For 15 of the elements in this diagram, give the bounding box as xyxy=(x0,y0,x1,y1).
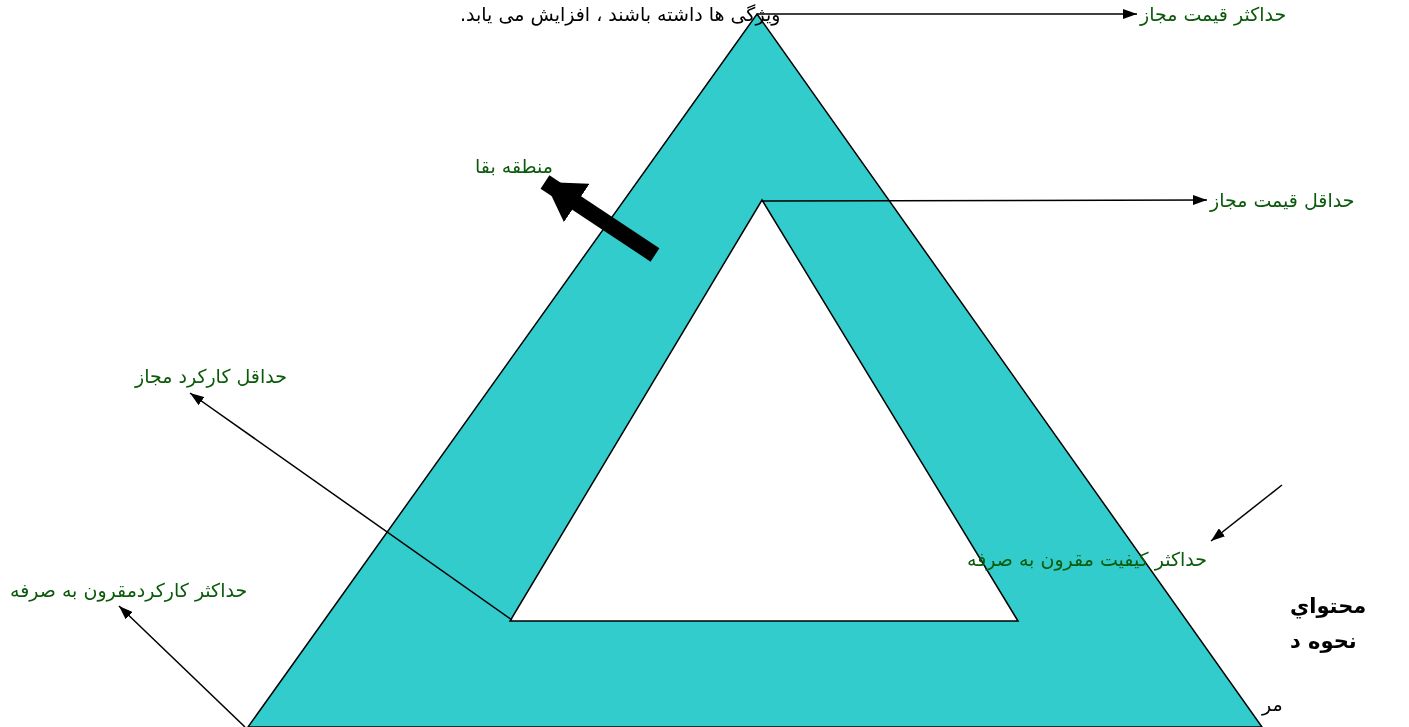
node-label: حداکثر قیمت مجاز xyxy=(1140,0,1287,28)
node-label: حداقل قیمت مجاز xyxy=(1210,186,1355,214)
arrow xyxy=(118,605,246,727)
arrow xyxy=(189,392,513,621)
arrow xyxy=(1210,484,1283,542)
heading-fragment: نحوه د xyxy=(1290,628,1357,655)
note-text: مر xyxy=(1262,692,1283,718)
node-label: حداکثر کارکردمقرون به صرفه xyxy=(10,576,248,604)
note-text: ویژگی ها داشته باشند ، افزایش می یابد. xyxy=(460,2,781,28)
node-label: حداقل کارکرد مجاز xyxy=(135,362,287,390)
node-label: منطقه بقا xyxy=(475,152,554,180)
heading-fragment: محتواي xyxy=(1290,593,1367,620)
arrow xyxy=(756,9,1138,19)
thick-arrow xyxy=(540,175,660,262)
arrow xyxy=(761,195,1208,206)
